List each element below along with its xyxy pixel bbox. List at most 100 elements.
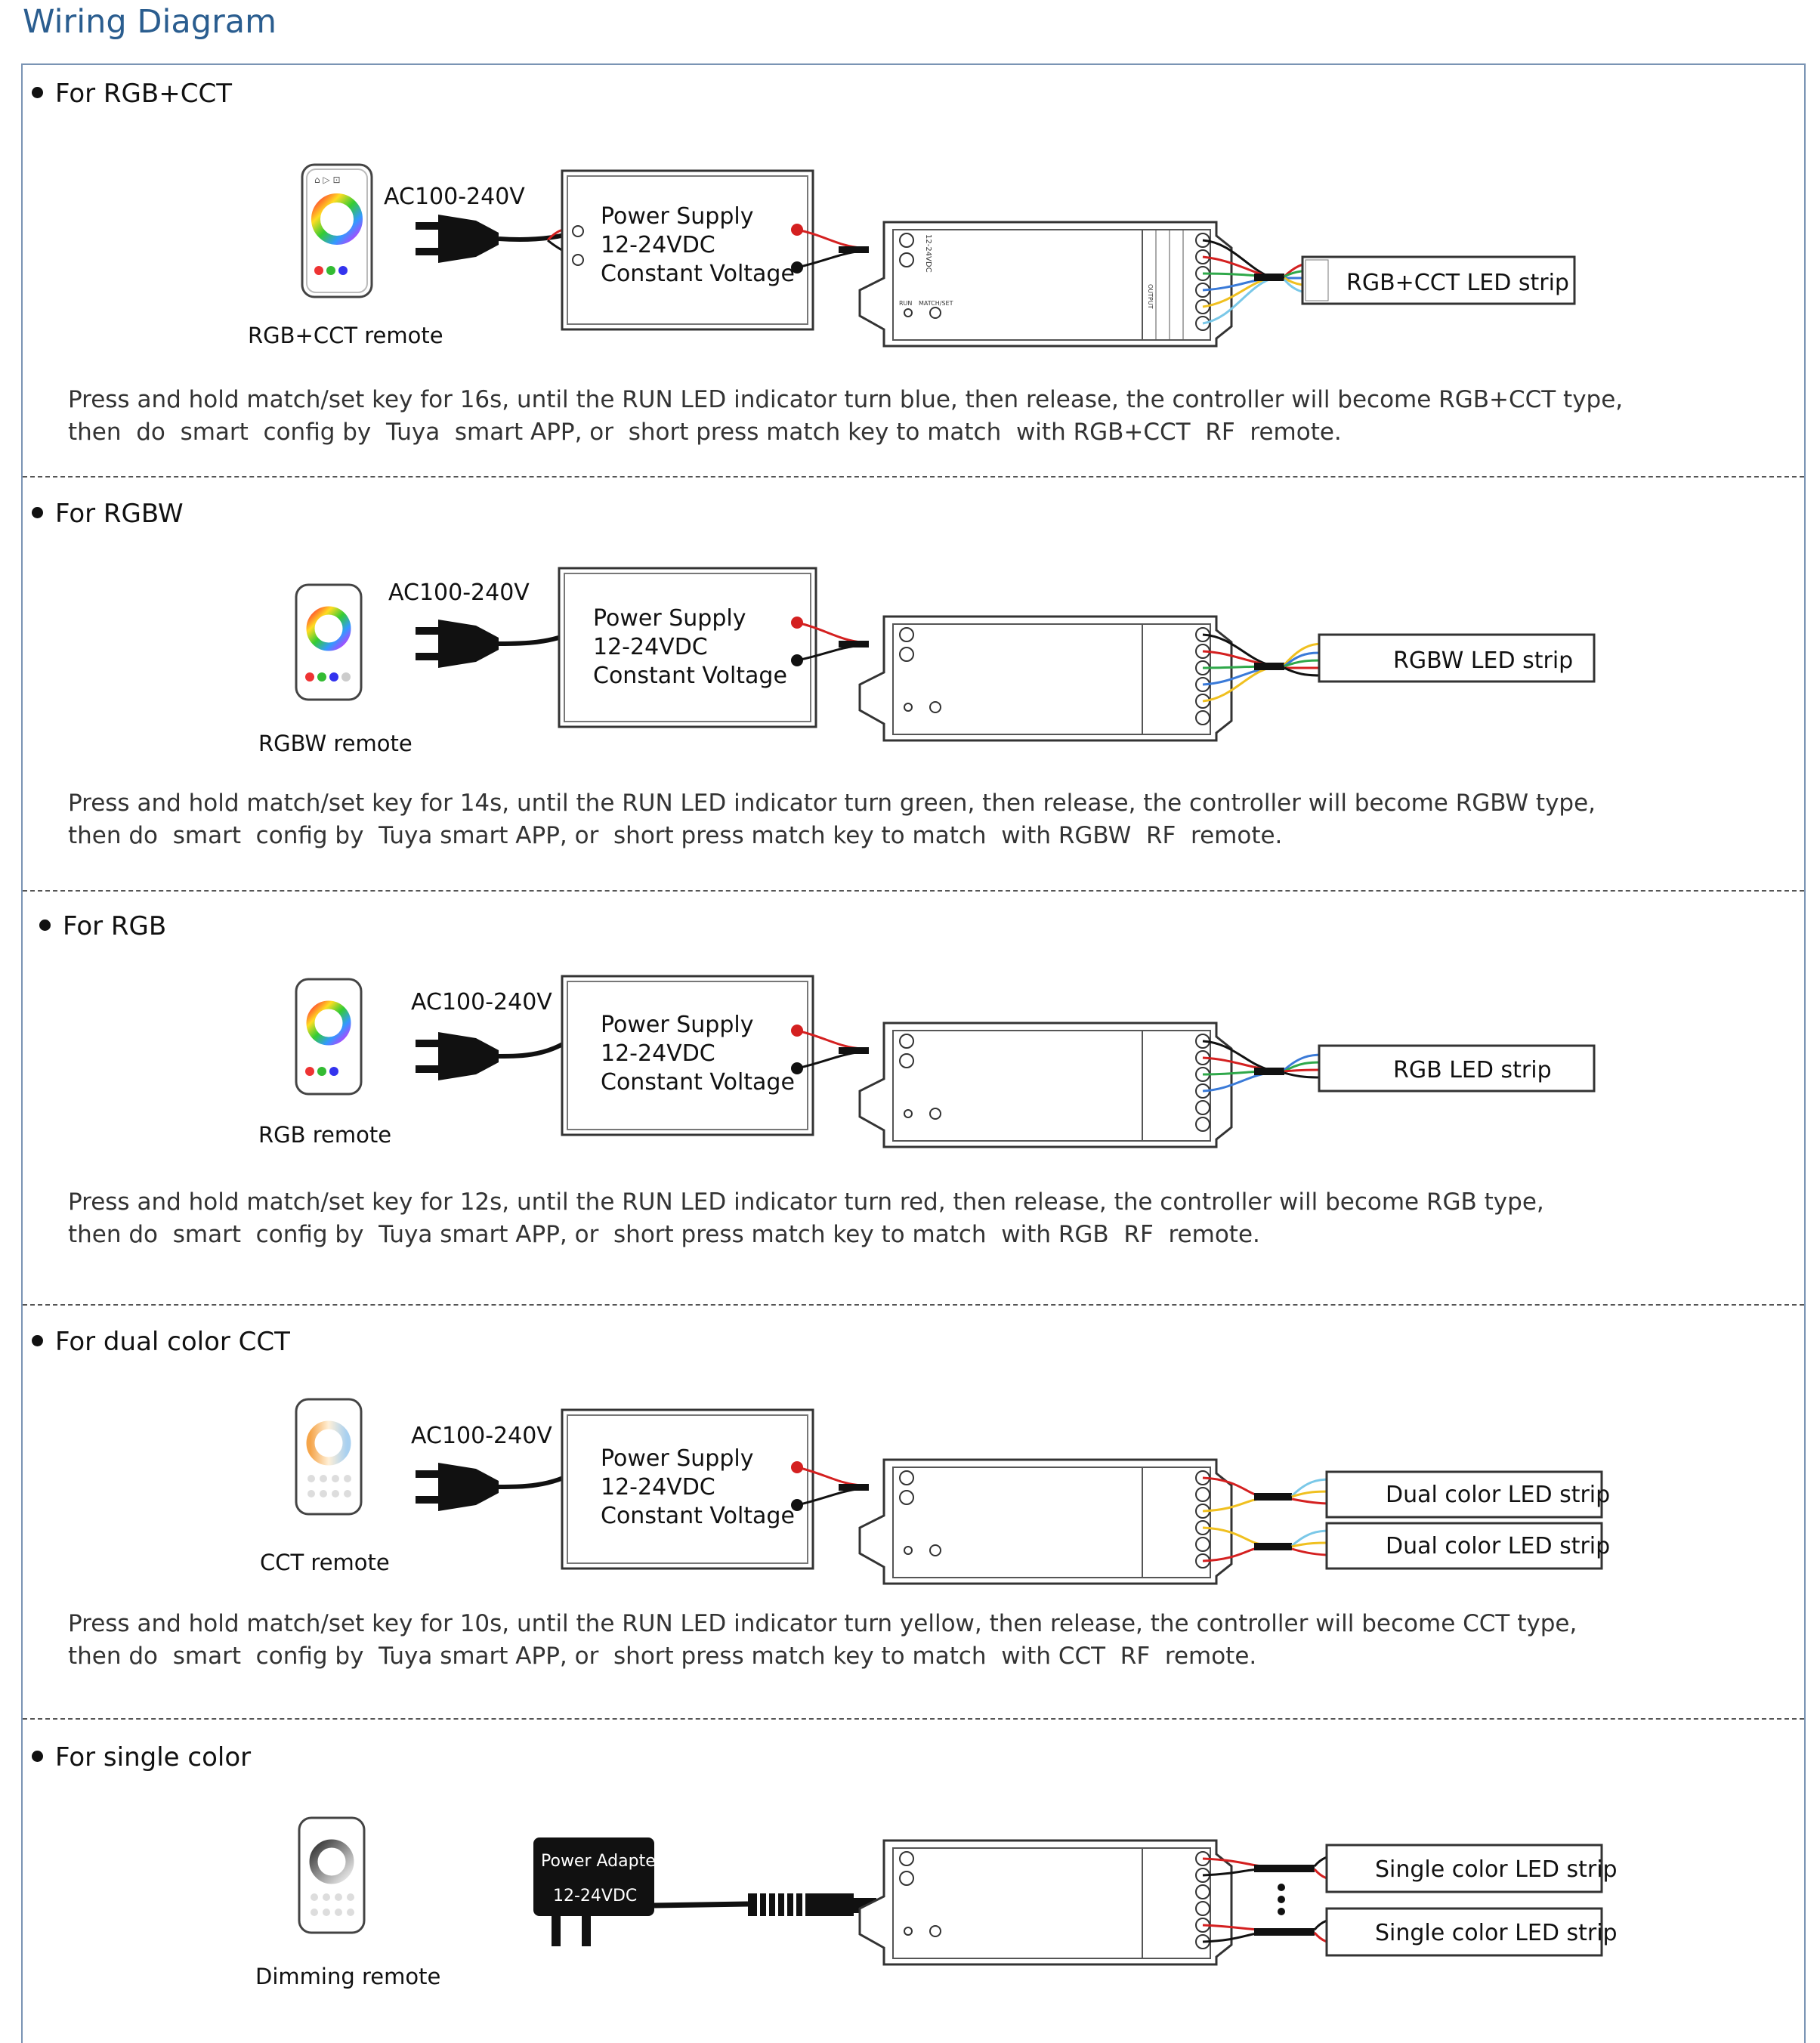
- section-single: For single color Dimming remote Power Ad…: [23, 1736, 1804, 2031]
- wiring-diagram-rgbw: RGBW remote AC100-240V Power Supply 12-2…: [258, 567, 1596, 756]
- led-strip-box-2: Single color LED strip: [1325, 1907, 1618, 1957]
- section-rgbcct: For RGB+CCT ⌂ ▷ ⊡ RGB+CCT remote AC100-2…: [23, 73, 1804, 481]
- led-strip-box-1: Dual color LED strip: [1325, 1470, 1610, 1519]
- desc-line1: Press and hold match/set key for 12s, un…: [68, 1188, 1544, 1216]
- strip-label: Dual color LED strip: [1386, 1533, 1610, 1559]
- psu-line3: Constant Voltage: [601, 1503, 795, 1529]
- wiring-diagram-rgbcct: ⌂ ▷ ⊡ RGB+CCT remote AC100-240V Power Su…: [248, 163, 1576, 348]
- controller-box: [858, 1022, 1233, 1148]
- power-supply-box: Power Supply 12-24VDC Constant Voltage: [561, 975, 814, 1136]
- adapter-line1: Power Adapter: [541, 1852, 663, 1871]
- section-title-text: For dual color CCT: [55, 1327, 290, 1357]
- section-title: For dual color CCT: [32, 1327, 290, 1357]
- remote-label: Dimming remote: [255, 1964, 440, 1989]
- bullet-icon: [32, 87, 43, 98]
- cct-remote-icon: [295, 1398, 363, 1516]
- section-cct: For dual color CCT CCT remote AC100-240V…: [23, 1321, 1804, 1714]
- strip-label: Single color LED strip: [1375, 1920, 1618, 1946]
- section-rgb: For RGB RGB remote AC100-240V Power Supp…: [23, 905, 1804, 1298]
- remote-label: CCT remote: [260, 1550, 390, 1575]
- led-strip-box: RGBW LED strip: [1318, 633, 1596, 683]
- ac-plug-icon: [416, 1032, 499, 1080]
- psu-line3: Constant Voltage: [593, 663, 787, 689]
- ctrl-match: MATCH/SET: [919, 300, 953, 307]
- ac-label: AC100-240V: [388, 580, 530, 606]
- ac-plug-icon: [416, 1463, 499, 1511]
- ac-label: AC100-240V: [384, 184, 525, 210]
- psu-line1: Power Supply: [601, 203, 753, 230]
- desc-line2: then do smart config by Tuya smart APP, …: [68, 1643, 1257, 1670]
- power-adapter-icon: Power Adapter 12-24VDC: [533, 1837, 663, 1946]
- psu-line2: 12-24VDC: [601, 1040, 715, 1067]
- section-title-text: For RGBW: [55, 499, 184, 529]
- led-strip-box-1: Single color LED strip: [1325, 1844, 1618, 1893]
- controller-box: [858, 1839, 1233, 1966]
- desc-line2: then do smart config by Tuya smart APP, …: [68, 1221, 1260, 1248]
- psu-line3: Constant Voltage: [601, 1069, 795, 1096]
- adapter-line2: 12-24VDC: [553, 1887, 637, 1905]
- section-separator: [23, 476, 1804, 478]
- section-title: For RGB+CCT: [32, 79, 232, 109]
- psu-line2: 12-24VDC: [601, 1474, 715, 1501]
- rgb-remote-icon: [295, 978, 363, 1096]
- strip-label: RGB+CCT LED strip: [1346, 270, 1569, 296]
- section-separator: [23, 1718, 1804, 1720]
- section-title-text: For RGB+CCT: [55, 79, 232, 109]
- section-separator: [23, 890, 1804, 892]
- section-title: For RGBW: [32, 499, 184, 529]
- power-supply-box: Power Supply 12-24VDC Constant Voltage: [558, 567, 817, 728]
- ac-plug-icon: [416, 620, 499, 668]
- ctrl-output: OUTPUT: [1147, 284, 1154, 309]
- section-title: For RGB: [39, 911, 166, 941]
- diagram-frame: [21, 63, 1806, 2043]
- strip-label: Dual color LED strip: [1386, 1482, 1610, 1508]
- led-strip-box: RGB+CCT LED strip: [1301, 255, 1576, 305]
- section-title-text: For single color: [55, 1742, 252, 1773]
- controller-box: [858, 1458, 1233, 1585]
- power-supply-box: Power Supply 12-24VDC Constant Voltage: [561, 1408, 814, 1570]
- psu-line1: Power Supply: [593, 605, 746, 632]
- desc-line1: Press and hold match/set key for 16s, un…: [68, 386, 1624, 413]
- output-wires: [1202, 239, 1319, 325]
- remote-label: RGBW remote: [258, 731, 413, 756]
- psu-line2: 12-24VDC: [601, 232, 715, 258]
- bullet-icon: [39, 920, 51, 931]
- wiring-diagram-cct: CCT remote AC100-240V Power Supply 12-24…: [260, 1398, 1610, 1585]
- bullet-icon: [32, 1335, 43, 1346]
- section-title: For single color: [32, 1742, 251, 1773]
- page-title: Wiring Diagram: [23, 3, 277, 41]
- desc-line1: Press and hold match/set key for 10s, un…: [68, 1610, 1577, 1637]
- power-supply-box: Power Supply 12-24VDC Constant Voltage: [561, 169, 814, 331]
- ellipsis-icon: [1278, 1884, 1285, 1915]
- strip-label: RGB LED strip: [1393, 1057, 1552, 1083]
- led-strip-box: RGB LED strip: [1318, 1044, 1596, 1093]
- led-strip-box-2: Dual color LED strip: [1325, 1522, 1610, 1570]
- ac-label: AC100-240V: [411, 989, 552, 1015]
- remote-label: RGB remote: [258, 1122, 391, 1148]
- section-title-text: For RGB: [63, 911, 167, 941]
- controller-box: 12-24VDC RUN MATCH/SET OUTPUT: [858, 221, 1233, 348]
- section-rgbw: For RGBW RGBW remote AC100-240V Power Su…: [23, 493, 1804, 886]
- strip-label: RGBW LED strip: [1393, 648, 1573, 674]
- ac-label: AC100-240V: [411, 1423, 552, 1449]
- desc-line2: then do smart config by Tuya smart APP, …: [68, 419, 1342, 446]
- wiring-diagram-single: Dimming remote Power Adapter 12-24VDC: [255, 1816, 1618, 1989]
- remote-label: RGB+CCT remote: [248, 323, 443, 348]
- ctrl-run: RUN: [899, 300, 912, 307]
- bullet-icon: [32, 507, 43, 518]
- bullet-icon: [32, 1751, 43, 1762]
- psu-line3: Constant Voltage: [601, 261, 795, 287]
- ctrl-voltage: 12-24VDC: [924, 234, 932, 273]
- desc-line1: Press and hold match/set key for 14s, un…: [68, 790, 1596, 817]
- svg-text:⌂ ▷ ⊡: ⌂ ▷ ⊡: [314, 175, 341, 185]
- dimming-remote-icon: [298, 1816, 366, 1934]
- desc-line2: then do smart config by Tuya smart APP, …: [68, 822, 1283, 849]
- ac-plug-icon: [416, 215, 499, 263]
- strip-label: Single color LED strip: [1375, 1856, 1618, 1883]
- section-separator: [23, 1304, 1804, 1306]
- psu-line1: Power Supply: [601, 1445, 753, 1472]
- rgbw-remote-icon: [295, 583, 363, 701]
- rgbcct-remote-icon: ⌂ ▷ ⊡: [301, 163, 373, 298]
- wiring-diagram-rgb: RGB remote AC100-240V Power Supply 12-24…: [258, 975, 1596, 1148]
- psu-line1: Power Supply: [601, 1012, 753, 1038]
